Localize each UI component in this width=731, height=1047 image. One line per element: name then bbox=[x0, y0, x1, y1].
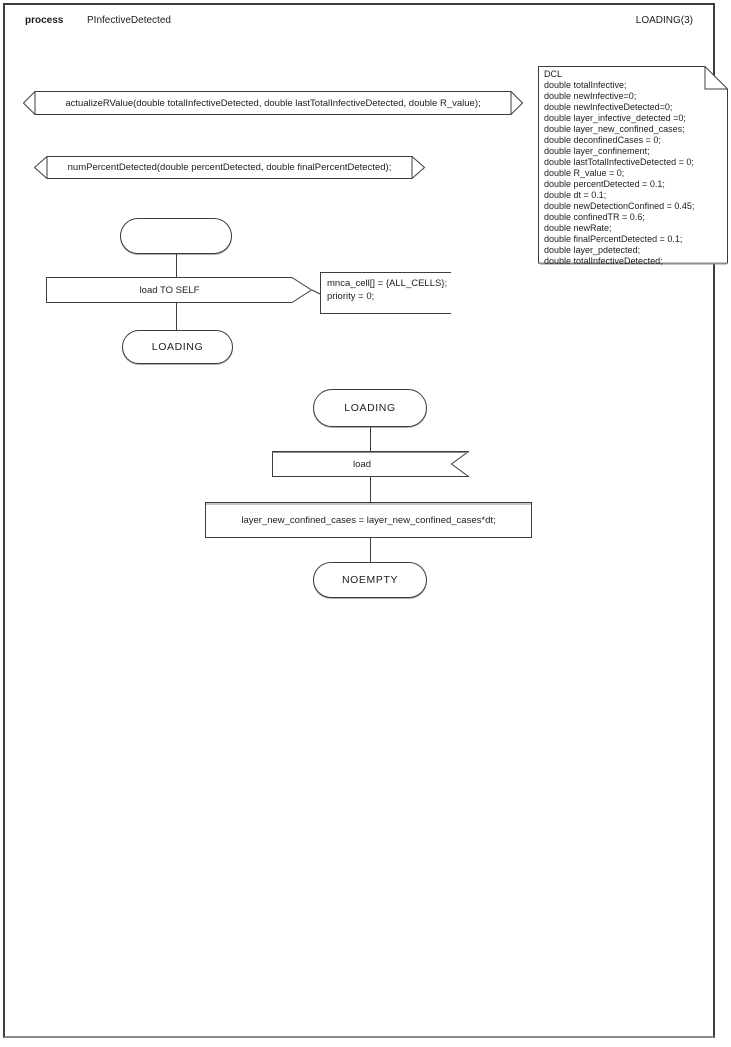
dcl-line: double dt = 0.1; bbox=[544, 190, 607, 200]
comment-line: priority = 0; bbox=[327, 291, 375, 302]
page-state-label: LOADING(3) bbox=[635, 15, 693, 26]
dcl-line: double finalPercentDetected = 0.1; bbox=[544, 234, 683, 244]
procedure-symbol-actualizeRValue[interactable]: actualizeRValue(double totalInfectiveDet… bbox=[23, 91, 523, 115]
dcl-line: double newDetectionConfined = 0.45; bbox=[544, 201, 695, 211]
process-name: PInfectiveDetected bbox=[87, 15, 171, 26]
dcl-line: double layer_infective_detected =0; bbox=[544, 113, 686, 123]
dcl-line: double deconfinedCases = 0; bbox=[544, 135, 661, 145]
input-label: load bbox=[353, 458, 371, 470]
task-symbol[interactable]: layer_new_confined_cases = layer_new_con… bbox=[205, 502, 532, 538]
folded-corner-page-icon bbox=[538, 66, 728, 265]
dcl-line: double lastTotalInfectiveDetected = 0; bbox=[544, 157, 694, 167]
procedure-shape-icon bbox=[34, 156, 425, 179]
connector-line bbox=[370, 538, 371, 562]
dcl-line: DCL bbox=[544, 69, 563, 79]
input-symbol-load[interactable]: load bbox=[272, 451, 469, 477]
output-shape-icon bbox=[46, 277, 312, 303]
procedure-signature: actualizeRValue(double totalInfectiveDet… bbox=[65, 97, 481, 109]
connector-line bbox=[176, 254, 177, 277]
connector-line bbox=[176, 303, 177, 330]
comment-connector-line bbox=[311, 289, 321, 295]
task-statement: layer_new_confined_cases = layer_new_con… bbox=[241, 514, 496, 526]
state-label: LOADING bbox=[151, 341, 204, 353]
dcl-line: double layer_pdetected; bbox=[544, 245, 641, 255]
dcl-line: double newInfectiveDetected=0; bbox=[544, 102, 673, 112]
dcl-line: double confinedTR = 0.6; bbox=[544, 212, 645, 222]
dcl-line: double layer_confinement; bbox=[544, 146, 650, 156]
state-symbol-loading-2[interactable]: LOADING bbox=[313, 389, 427, 427]
input-shape-icon bbox=[272, 451, 469, 477]
dcl-line: double R_value = 0; bbox=[544, 168, 625, 178]
procedure-symbol-numPercentDetected[interactable]: numPercentDetected(double percentDetecte… bbox=[34, 156, 425, 179]
dcl-line: double newRate; bbox=[544, 223, 612, 233]
procedure-shape-icon bbox=[23, 91, 523, 115]
connector-line bbox=[370, 427, 371, 451]
state-label: LOADING bbox=[344, 402, 396, 414]
dcl-line: double totalInfective; bbox=[544, 80, 627, 90]
connector-line bbox=[370, 477, 371, 502]
output-label: load TO SELF bbox=[139, 284, 200, 296]
dcl-line: double newInfective=0; bbox=[544, 91, 637, 101]
state-label: NOEMPTY bbox=[341, 574, 399, 586]
start-symbol[interactable] bbox=[120, 218, 232, 254]
procedure-signature: numPercentDetected(double percentDetecte… bbox=[67, 162, 392, 173]
dcl-line: double percentDetected = 0.1; bbox=[544, 179, 665, 189]
process-kind-label: process bbox=[25, 15, 64, 26]
state-symbol-loading[interactable]: LOADING bbox=[122, 330, 233, 364]
comment-line: mnca_cell[] = {ALL_CELLS}; bbox=[327, 278, 448, 289]
dcl-line: double totalInfectiveDetected; bbox=[544, 256, 663, 266]
page-border bbox=[3, 3, 715, 1038]
state-symbol-noempty[interactable]: NOEMPTY bbox=[313, 562, 427, 598]
comment-symbol[interactable]: mnca_cell[] = {ALL_CELLS}; priority = 0; bbox=[320, 272, 451, 314]
dcl-line: double layer_new_confined_cases; bbox=[544, 124, 685, 134]
output-symbol-load-to-self[interactable]: load TO SELF bbox=[46, 277, 312, 303]
